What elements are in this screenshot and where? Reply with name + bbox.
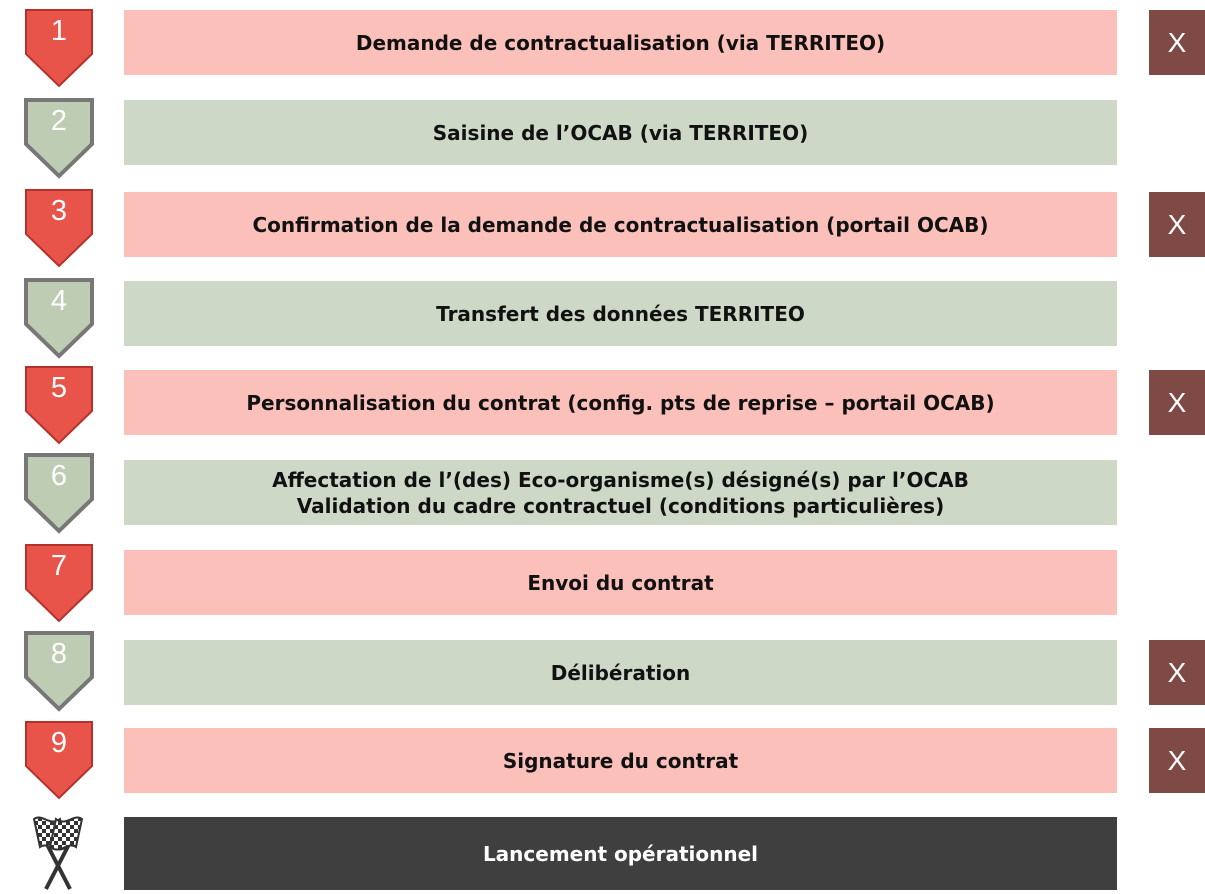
step-6-label-line-1: Affectation de l’(des) Eco-organisme(s) … (272, 467, 969, 492)
step-7-row: Envoi du contrat (124, 550, 1117, 615)
step-9-badge: 9 (24, 721, 94, 800)
step-4-number: 4 (50, 285, 68, 317)
shield-icon (25, 189, 93, 268)
step-6-row: Affectation de l’(des) Eco-organisme(s) … (124, 460, 1117, 525)
step-1-badge: 1 (24, 9, 94, 88)
shield-icon (24, 453, 94, 534)
step-3-row: Confirmation de la demande de contractua… (124, 192, 1117, 257)
step-7-badge: 7 (24, 544, 94, 623)
final-step-row: Lancement opérationnel (124, 817, 1117, 890)
step-6-badge: 6 (24, 453, 94, 534)
step-3-badge: 3 (24, 189, 94, 268)
shield-icon (25, 544, 93, 623)
step-8-number: 8 (50, 638, 68, 670)
step-1-number: 1 (50, 15, 68, 47)
step-2-number: 2 (50, 105, 68, 137)
step-7-number: 7 (50, 550, 68, 582)
step-5-badge: 5 (24, 366, 94, 445)
step-3-number: 3 (50, 195, 68, 227)
shield-icon (24, 278, 94, 359)
shield-icon (25, 9, 93, 88)
step-8-row: Délibération (124, 640, 1117, 705)
step-2-badge: 2 (24, 98, 94, 179)
shield-icon (25, 721, 93, 800)
step-5-row: Personnalisation du contrat (config. pts… (124, 370, 1117, 435)
step-1-x-mark: X (1149, 10, 1205, 75)
shield-icon (24, 631, 94, 712)
final-step-label: Lancement opérationnel (482, 841, 759, 866)
step-2-label: Saisine de l’OCAB (via TERRITEO) (432, 120, 809, 145)
step-9-number: 9 (50, 727, 68, 759)
step-4-label: Transfert des données TERRITEO (436, 301, 805, 326)
step-8-badge: 8 (24, 631, 94, 712)
step-4-row: Transfert des données TERRITEO (124, 281, 1117, 346)
step-5-label: Personnalisation du contrat (config. pts… (246, 390, 995, 415)
step-8-x-mark: X (1149, 640, 1205, 705)
step-4-badge: 4 (24, 278, 94, 359)
step-1-label: Demande de contractualisation (via TERRI… (355, 30, 886, 55)
step-9-x-mark: X (1149, 728, 1205, 793)
step-8-label: Délibération (550, 660, 691, 685)
step-5-number: 5 (50, 372, 68, 404)
checkered-flags-icon (18, 813, 98, 890)
step-2-row: Saisine de l’OCAB (via TERRITEO) (124, 100, 1117, 165)
step-6-label-line-2: Validation du cadre contractuel (conditi… (296, 493, 945, 518)
shield-icon (24, 98, 94, 179)
step-6-number: 6 (50, 460, 68, 492)
step-3-label: Confirmation de la demande de contractua… (252, 212, 989, 237)
step-5-x-mark: X (1149, 370, 1205, 435)
step-9-row: Signature du contrat (124, 728, 1117, 793)
step-9-label: Signature du contrat (502, 748, 739, 773)
shield-icon (25, 366, 93, 445)
step-1-row: Demande de contractualisation (via TERRI… (124, 10, 1117, 75)
step-7-label: Envoi du contrat (527, 570, 714, 595)
step-3-x-mark: X (1149, 192, 1205, 257)
